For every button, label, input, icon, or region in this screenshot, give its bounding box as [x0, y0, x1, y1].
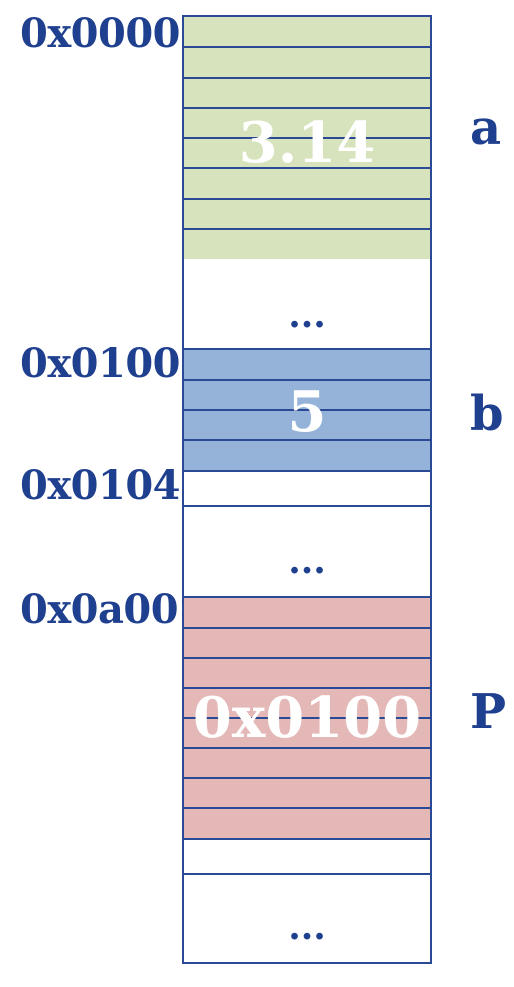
address-label-p: 0x0a00	[20, 586, 179, 633]
byte-divider	[184, 107, 430, 109]
ellipsis-3: ...	[288, 906, 326, 948]
memory-value-a: 3.14	[238, 110, 376, 176]
memory-divider	[184, 348, 430, 350]
byte-divider	[184, 747, 430, 749]
memory-block-p: 0x0100	[184, 598, 430, 838]
memory-divider	[184, 505, 430, 507]
byte-divider	[184, 167, 430, 169]
byte-divider	[184, 807, 430, 809]
byte-divider	[184, 439, 430, 441]
ellipsis-1: ...	[288, 294, 326, 336]
byte-divider	[184, 687, 430, 689]
address-label-b: 0x0100	[20, 340, 181, 387]
address-label-b-end: 0x0104	[20, 462, 181, 509]
address-label-a: 0x0000	[20, 10, 181, 57]
byte-divider	[184, 228, 430, 230]
byte-divider	[184, 137, 430, 139]
byte-divider	[184, 657, 430, 659]
ellipsis-2: ...	[288, 540, 326, 582]
byte-divider	[184, 777, 430, 779]
byte-divider	[184, 198, 430, 200]
variable-name-p: P	[470, 684, 507, 740]
byte-divider	[184, 379, 430, 381]
memory-block-a: 3.14	[184, 17, 430, 259]
memory-block-a-bytes	[184, 17, 430, 259]
variable-name-a: a	[470, 100, 502, 156]
memory-value-b: 5	[287, 379, 327, 445]
memory-divider	[184, 873, 430, 875]
memory-divider	[184, 596, 430, 598]
byte-divider	[184, 77, 430, 79]
memory-value-p: 0x0100	[192, 685, 422, 751]
byte-divider	[184, 717, 430, 719]
memory-divider	[184, 470, 430, 472]
memory-block-b: 5	[184, 350, 430, 470]
byte-divider	[184, 409, 430, 411]
memory-column: 3.14 ... 5 ... 0x0100 ...	[182, 15, 432, 964]
memory-block-p-bytes	[184, 598, 430, 838]
variable-name-b: b	[470, 386, 504, 442]
byte-divider	[184, 46, 430, 48]
memory-divider	[184, 838, 430, 840]
memory-block-b-bytes	[184, 350, 430, 470]
byte-divider	[184, 627, 430, 629]
